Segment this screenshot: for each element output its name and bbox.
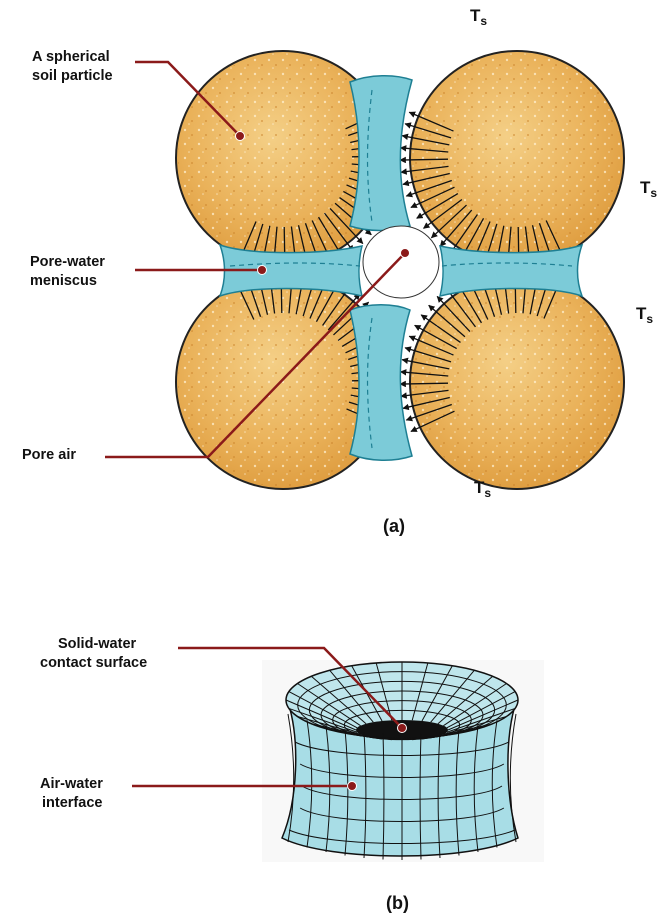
leader-dot-pore-air <box>401 249 410 258</box>
tension-symbol: T <box>636 304 646 323</box>
label-meniscus-line2: meniscus <box>30 272 105 291</box>
label-interface-line1: Air-water <box>40 775 103 794</box>
label-interface-line2: interface <box>40 794 103 813</box>
label-soil-particle-line1: A spherical <box>32 48 113 67</box>
label-meniscus-line1: Pore-water <box>30 253 105 272</box>
label-contact-line1: Solid-water <box>40 635 147 654</box>
tension-label-right-upper: Ts <box>640 178 657 200</box>
tension-subscript: s <box>650 186 657 200</box>
tension-subscript: s <box>646 312 653 326</box>
leader-dot-interface <box>348 782 357 791</box>
meniscus-top <box>350 76 412 231</box>
tension-subscript: s <box>480 14 487 28</box>
tension-subscript: s <box>484 486 491 500</box>
tension-symbol: T <box>640 178 650 197</box>
label-meniscus: Pore-water meniscus <box>30 253 105 291</box>
leader-dot-contact-surface <box>398 724 407 733</box>
tension-symbol: T <box>474 478 484 497</box>
tension-arrow <box>400 159 448 160</box>
label-contact-line2: contact surface <box>40 654 147 673</box>
meniscus-right <box>440 245 582 296</box>
tension-arrow <box>400 383 448 384</box>
label-air-water-interface: Air-water interface <box>40 775 103 813</box>
caption-b: (b) <box>386 893 409 914</box>
tension-label-top: Ts <box>470 6 487 28</box>
meniscus-3d-model <box>262 660 544 862</box>
leader-dot-particle <box>236 132 245 141</box>
label-soil-particle: A spherical soil particle <box>32 48 113 86</box>
tension-symbol: T <box>470 6 480 25</box>
meniscus-bottom <box>350 305 412 461</box>
caption-a: (a) <box>383 516 405 537</box>
tension-label-right-lower: Ts <box>636 304 653 326</box>
label-contact-surface: Solid-water contact surface <box>40 635 147 673</box>
label-pore-air: Pore air <box>22 446 76 465</box>
label-soil-particle-line2: soil particle <box>32 67 113 86</box>
leader-dot-meniscus <box>258 266 267 275</box>
tension-label-bottom: Ts <box>474 478 491 500</box>
pore-air <box>363 226 439 298</box>
